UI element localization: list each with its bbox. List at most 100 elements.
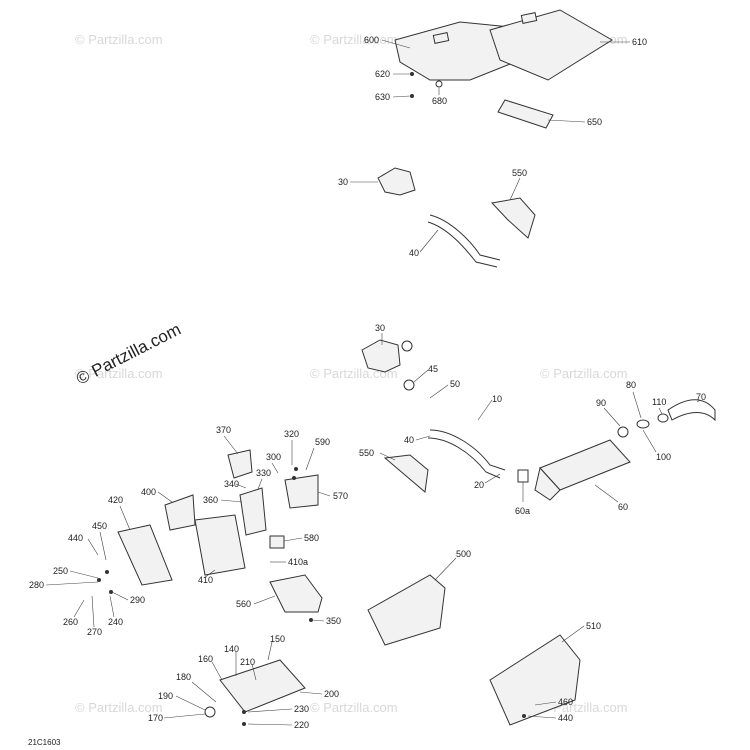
leader-line xyxy=(99,531,107,561)
leader-line xyxy=(69,570,99,579)
callout-70[interactable]: 70 xyxy=(696,392,706,402)
callout-80[interactable]: 80 xyxy=(626,380,636,390)
callout-440[interactable]: 440 xyxy=(558,713,573,723)
callout-20[interactable]: 20 xyxy=(474,480,484,490)
callout-590[interactable]: 590 xyxy=(315,437,330,447)
heat-shield-strip xyxy=(497,99,554,129)
callout-340[interactable]: 340 xyxy=(224,479,239,489)
callout-650[interactable]: 650 xyxy=(587,117,602,127)
callout-45[interactable]: 45 xyxy=(428,364,438,374)
watermark-text: © Partzilla.com xyxy=(540,366,628,381)
nut-icon xyxy=(204,706,216,718)
callout-290[interactable]: 290 xyxy=(130,595,145,605)
leader-line xyxy=(527,715,557,719)
leader-line xyxy=(415,435,431,441)
screw-icon xyxy=(105,570,109,574)
callout-190[interactable]: 190 xyxy=(158,691,173,701)
callout-50[interactable]: 50 xyxy=(450,379,460,389)
exhaust-pipe xyxy=(427,221,498,268)
callout-570[interactable]: 570 xyxy=(333,491,348,501)
callout-250[interactable]: 250 xyxy=(53,566,68,576)
callout-240[interactable]: 240 xyxy=(108,617,123,627)
watermark-text: © Partzilla.com xyxy=(310,700,398,715)
callout-370[interactable]: 370 xyxy=(216,425,231,435)
callout-440[interactable]: 440 xyxy=(68,533,83,543)
callout-160[interactable]: 160 xyxy=(198,654,213,664)
callout-60[interactable]: 60 xyxy=(618,502,628,512)
leader-line xyxy=(311,619,325,622)
callout-210[interactable]: 210 xyxy=(240,657,255,667)
callout-230[interactable]: 230 xyxy=(294,704,309,714)
leader-line xyxy=(211,661,223,681)
callout-90[interactable]: 90 xyxy=(596,398,606,408)
heat-shield xyxy=(491,197,536,239)
callout-410[interactable]: 410 xyxy=(198,575,213,585)
callout-100[interactable]: 100 xyxy=(656,452,671,462)
callout-30[interactable]: 30 xyxy=(338,177,348,187)
skid-plate-slot xyxy=(520,12,538,24)
tail-pipe xyxy=(667,399,716,422)
screw-icon xyxy=(97,578,101,582)
callout-360[interactable]: 360 xyxy=(203,495,218,505)
callout-150[interactable]: 150 xyxy=(270,634,285,644)
lower-shield-assembly xyxy=(204,574,581,726)
heat-shield xyxy=(383,454,429,493)
callout-420[interactable]: 420 xyxy=(108,495,123,505)
callout-40[interactable]: 40 xyxy=(409,248,419,258)
callout-10[interactable]: 10 xyxy=(492,394,502,404)
screw-icon xyxy=(410,94,414,98)
leader-line xyxy=(305,447,315,471)
callout-40[interactable]: 40 xyxy=(404,435,414,445)
callout-450[interactable]: 450 xyxy=(92,521,107,531)
leader-line xyxy=(91,595,95,628)
callout-580[interactable]: 580 xyxy=(304,533,319,543)
screw-icon xyxy=(309,618,313,622)
callout-220[interactable]: 220 xyxy=(294,720,309,730)
exhaust-pipe xyxy=(427,437,501,479)
callout-410a[interactable]: 410a xyxy=(288,557,308,567)
callout-260[interactable]: 260 xyxy=(63,617,78,627)
callout-140[interactable]: 140 xyxy=(224,644,239,654)
callout-280[interactable]: 280 xyxy=(29,580,44,590)
callout-330[interactable]: 330 xyxy=(256,468,271,478)
callout-630[interactable]: 630 xyxy=(375,92,390,102)
middle-exhaust-assembly xyxy=(361,339,716,501)
callout-180[interactable]: 180 xyxy=(176,672,191,682)
callout-400[interactable]: 400 xyxy=(141,487,156,497)
leader-line xyxy=(413,369,429,383)
callout-510[interactable]: 510 xyxy=(586,621,601,631)
callout-610[interactable]: 610 xyxy=(632,37,647,47)
callout-550[interactable]: 550 xyxy=(359,448,374,458)
callout-680[interactable]: 680 xyxy=(432,96,447,106)
left-bracket-assembly xyxy=(97,449,323,622)
callout-30[interactable]: 30 xyxy=(375,323,385,333)
callout-200[interactable]: 200 xyxy=(324,689,339,699)
leader-line xyxy=(419,229,439,253)
callout-60a[interactable]: 60a xyxy=(515,506,530,516)
exhaust-manifold xyxy=(117,524,173,586)
callout-110[interactable]: 110 xyxy=(652,397,666,407)
callout-270[interactable]: 270 xyxy=(87,627,102,637)
callout-300[interactable]: 300 xyxy=(266,452,281,462)
callout-560[interactable]: 560 xyxy=(236,599,251,609)
callout-620[interactable]: 620 xyxy=(375,69,390,79)
leader-line xyxy=(119,505,131,531)
callout-170[interactable]: 170 xyxy=(148,713,163,723)
callout-320[interactable]: 320 xyxy=(284,429,299,439)
leader-line xyxy=(111,591,129,601)
rubber-mount-icon xyxy=(269,535,285,549)
leader-line xyxy=(658,407,663,415)
callout-350[interactable]: 350 xyxy=(326,616,341,626)
leader-line xyxy=(317,491,331,497)
leader-line xyxy=(484,473,501,484)
callout-500[interactable]: 500 xyxy=(456,549,471,559)
callout-600[interactable]: 600 xyxy=(364,35,379,45)
callout-550[interactable]: 550 xyxy=(512,168,527,178)
callout-460[interactable]: 460 xyxy=(558,697,573,707)
leader-line xyxy=(477,399,493,421)
leader-line xyxy=(253,595,276,605)
heat-shield-large xyxy=(489,634,581,726)
exhaust-flange xyxy=(361,339,401,373)
screw-icon xyxy=(292,476,296,480)
